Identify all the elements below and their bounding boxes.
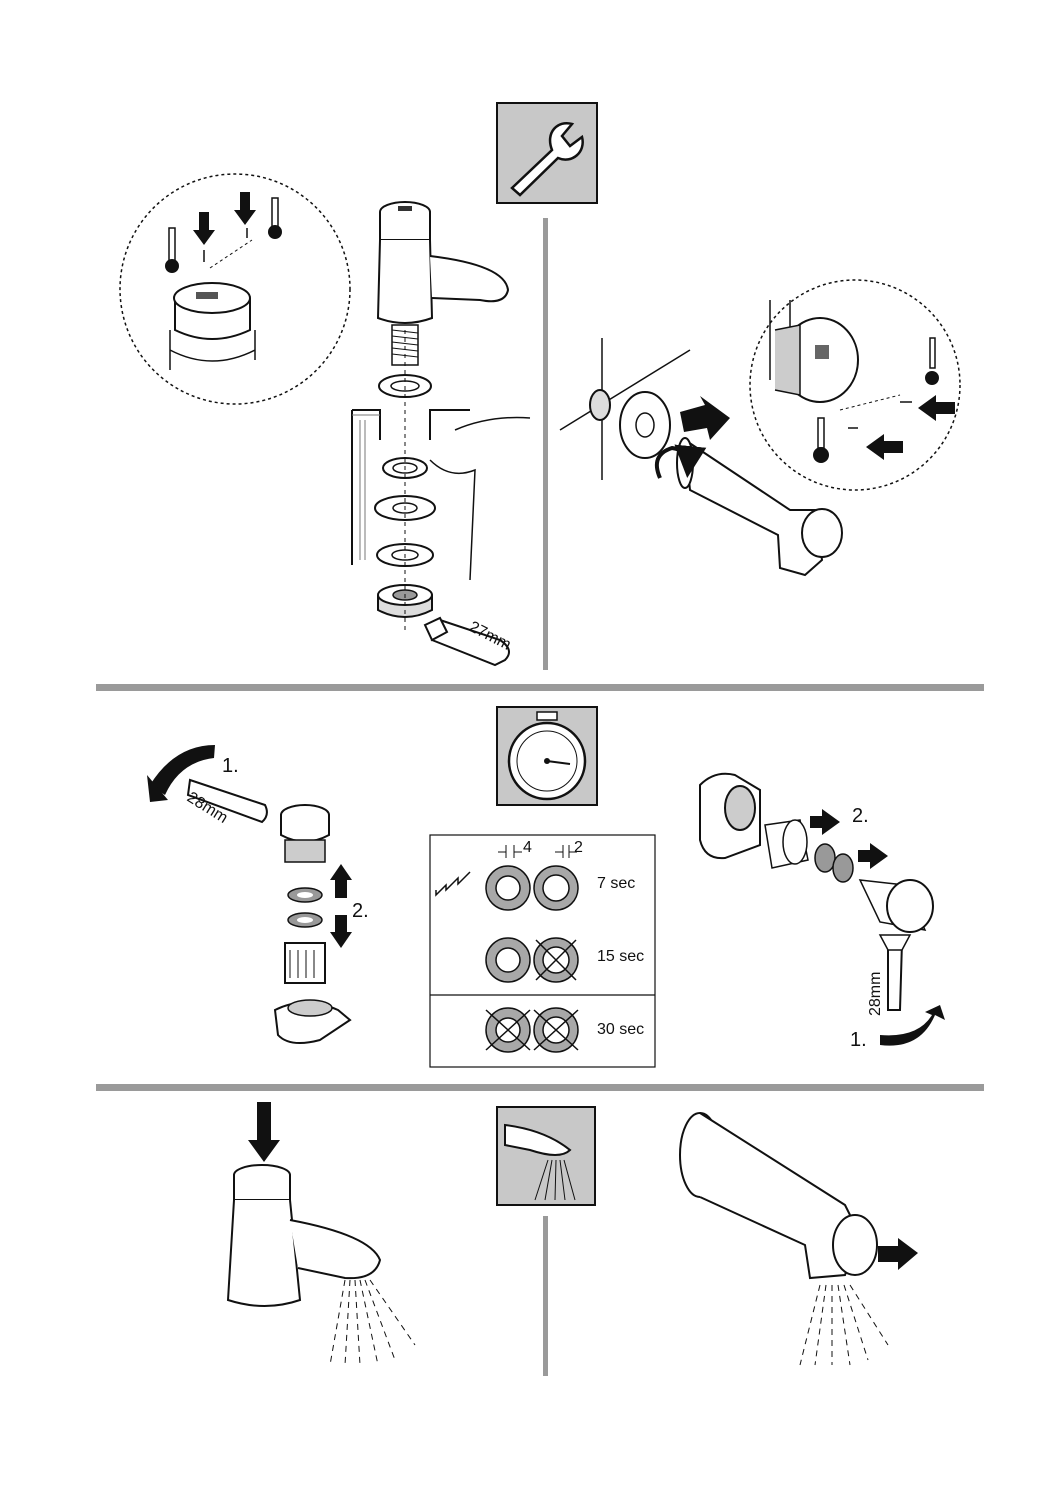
temperature-detail-circle-right bbox=[749, 279, 961, 491]
step-2-label-right: 2. bbox=[852, 805, 869, 827]
cartridge-exploded-left bbox=[147, 745, 352, 1045]
wall-tap-install bbox=[559, 338, 843, 577]
thermometer-hot-icon bbox=[268, 197, 282, 239]
wrench-size-28mm-right: 28mm bbox=[867, 972, 884, 1016]
arrow-down-icon bbox=[193, 192, 256, 245]
ring-row-2 bbox=[485, 937, 579, 983]
time-7sec: 7 sec bbox=[597, 875, 635, 892]
thermometer-cold-icon bbox=[165, 227, 179, 273]
thermometer-cold-icon bbox=[813, 417, 829, 463]
step-1-label-right: 1. bbox=[850, 1029, 867, 1051]
wrench-icon bbox=[496, 102, 598, 204]
step-1-label-left: 1. bbox=[222, 755, 239, 777]
pillar-tap-exploded bbox=[351, 201, 531, 667]
ring-row-1 bbox=[485, 865, 579, 911]
wall-tap-spray bbox=[679, 1112, 918, 1366]
dim-thin-label: 2 bbox=[574, 839, 583, 856]
time-30sec: 30 sec bbox=[597, 1021, 644, 1038]
timing-table bbox=[429, 834, 656, 1068]
arrow-left-icon bbox=[866, 395, 955, 460]
time-15sec: 15 sec bbox=[597, 948, 644, 965]
thermometer-hot-icon bbox=[925, 337, 939, 385]
step-2-label-left: 2. bbox=[352, 900, 369, 922]
ring-row-3 bbox=[485, 1007, 579, 1053]
section-divider-1 bbox=[96, 684, 984, 691]
temperature-detail-circle bbox=[119, 173, 351, 405]
stopwatch-icon bbox=[496, 706, 598, 806]
section-divider-2 bbox=[96, 1084, 984, 1091]
cartridge-exploded-right bbox=[699, 772, 945, 1046]
column-divider-top bbox=[543, 218, 548, 670]
dim-thick-label: 4 bbox=[523, 839, 532, 856]
spray-head-icon bbox=[496, 1106, 596, 1206]
pillar-tap-spray bbox=[226, 1102, 416, 1366]
column-divider-bottom bbox=[543, 1216, 548, 1376]
